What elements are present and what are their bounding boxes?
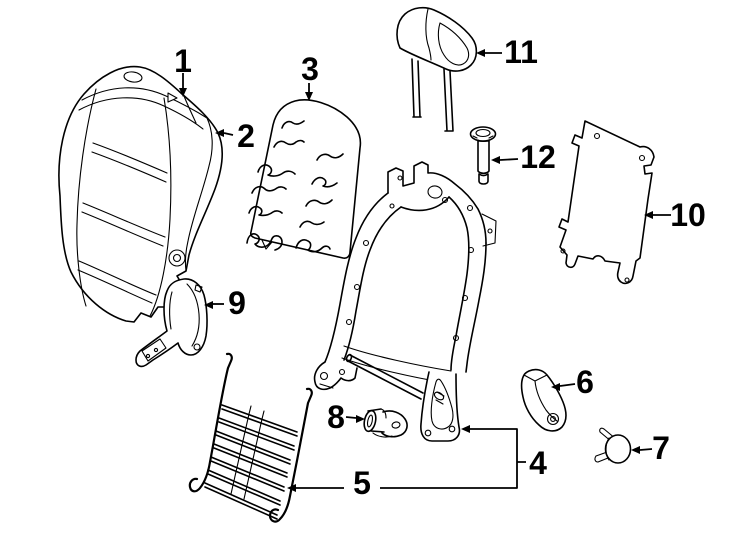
- headrest-post-right: [443, 68, 454, 132]
- callout-1-arrow: [179, 73, 187, 97]
- cover-vent-hole: [123, 71, 143, 83]
- grid-left-wire: [188, 352, 233, 493]
- callout-label-6: 6: [576, 364, 594, 400]
- callout-9-arrow: [204, 301, 224, 309]
- seat-back-frame: [313, 161, 497, 442]
- callout-11-arrow: [476, 49, 502, 57]
- frame-right-foot: [420, 371, 461, 442]
- callout-label-3: 3: [301, 51, 319, 87]
- callout-label-7: 7: [652, 430, 670, 466]
- cover-clip-mark: [167, 92, 178, 103]
- seat-back-pad: [246, 99, 362, 259]
- callout-label-5: 5: [353, 465, 371, 501]
- pipe-clamp: [363, 408, 408, 438]
- cover-grommet: [168, 249, 186, 267]
- callout-3-arrow: [305, 83, 313, 101]
- callout-label-10: 10: [670, 197, 706, 233]
- seat-back-panel: [558, 120, 655, 285]
- callout-label-1: 1: [174, 43, 192, 79]
- lumbar-support-grid: [188, 352, 313, 523]
- grid-slats: [204, 404, 298, 520]
- grid-center-wires: [230, 405, 265, 500]
- callout-6-arrow: [551, 383, 576, 391]
- callout-2-arrow: [215, 129, 234, 137]
- callout-8-arrow: [345, 415, 365, 423]
- pad-surface-squiggles: [246, 120, 344, 253]
- frame-cross-rod: [347, 354, 424, 400]
- callout-label-12: 12: [520, 139, 556, 175]
- callout-label-2: 2: [237, 118, 255, 154]
- headrest: [396, 6, 478, 132]
- headrest-guide-sleeve: [469, 126, 497, 185]
- callout-label-11: 11: [504, 34, 538, 70]
- callout-leaders: [179, 49, 671, 492]
- side-shield: [135, 278, 208, 368]
- callout-10-arrow: [644, 211, 671, 219]
- callout-12-arrow: [491, 156, 519, 164]
- callout-7-arrow: [631, 446, 653, 454]
- seat-back-cover: [58, 65, 224, 323]
- callout-4-leader: [380, 425, 526, 489]
- cap: [594, 427, 632, 464]
- callout-label-8: 8: [327, 399, 345, 435]
- recliner-bracket: [520, 368, 567, 432]
- headrest-post-left: [411, 58, 422, 118]
- callout-label-4: 4: [529, 445, 547, 481]
- callout-label-9: 9: [228, 285, 246, 321]
- callout-5-leader: [287, 484, 344, 492]
- frame-left-foot: [313, 361, 358, 391]
